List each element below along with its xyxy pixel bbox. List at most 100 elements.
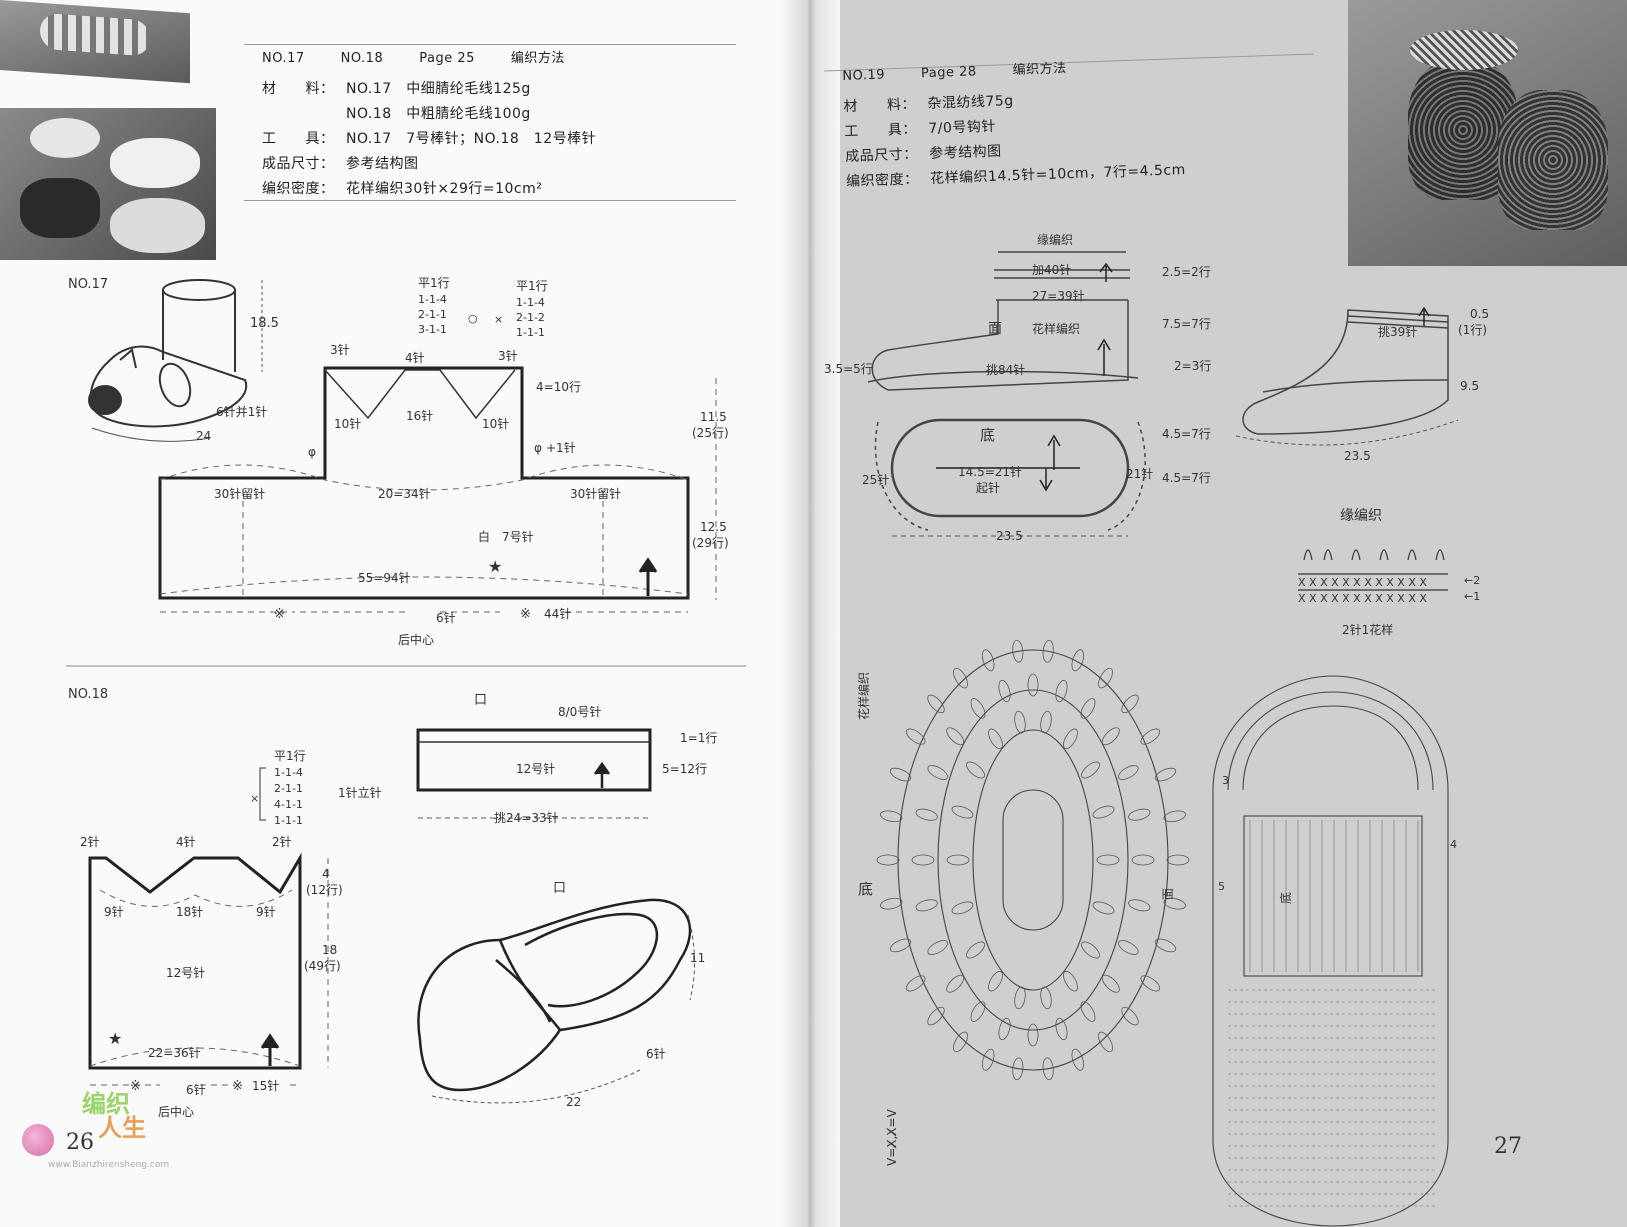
no18-st2b: 2针 — [272, 834, 292, 849]
fan-stitch-mark — [946, 854, 970, 866]
yarn-ball-icon — [22, 1124, 54, 1156]
no18-chart — [88, 852, 302, 1070]
header-page: Page 25 — [419, 51, 475, 66]
fan-stitch-mark — [1042, 1057, 1054, 1081]
no17-decl-3: 3-1-1 — [418, 323, 447, 336]
no19-r3-5: 3.5=5行 — [824, 362, 873, 376]
no17-title: NO.17 — [68, 277, 108, 292]
fan-stitch-mark — [953, 667, 968, 689]
fan-stitch-mark — [1166, 854, 1190, 866]
no19-add40: 加40针 — [1032, 262, 1071, 277]
fan-stitch-mark — [915, 899, 938, 912]
fan-stitch-mark — [1014, 986, 1026, 1010]
opening-needle-top: 8/0号针 — [558, 704, 601, 719]
edging-row2-symbols: X X X X X X X X X X X X — [1298, 576, 1427, 589]
no19-st21: 21针 — [1126, 466, 1153, 481]
no18-st2a: 2针 — [80, 834, 100, 849]
fan-stitch-mark — [1063, 728, 1078, 750]
boot-length: 23.5 — [1344, 449, 1371, 463]
fan-stitch-mark — [1042, 639, 1054, 663]
no17-st4: 4针 — [405, 350, 425, 365]
fan-stitch-mark — [1101, 974, 1120, 993]
no17-st10a: 10针 — [334, 416, 361, 431]
no19-pick84: 挑84针 — [986, 362, 1025, 377]
fan-stitch-mark — [1098, 1031, 1113, 1053]
header-rule — [244, 44, 736, 45]
fan-stitch-mark — [1063, 970, 1078, 992]
slipper-sketch — [417, 898, 692, 1092]
no17-wave-r: φ — [534, 441, 542, 455]
fan-stitch-mark — [1027, 1023, 1039, 1047]
fan-stitch-mark — [1012, 639, 1024, 663]
fan-stitch-mark — [1014, 710, 1026, 734]
boot-outline — [1242, 309, 1449, 435]
no18-title: NO.18 — [68, 687, 108, 702]
boot-r05: 0.5 — [1470, 307, 1489, 321]
no19-r7-5: 7.5=7行 — [1162, 317, 1211, 331]
header-no18: NO.18 — [340, 51, 384, 66]
no17-decr-2: 2-1-2 — [516, 311, 545, 324]
fan-stitch-mark — [927, 1006, 945, 1026]
opening-bottom: 挑24=33针 — [494, 810, 559, 825]
no18-sym2: ※ — [232, 1079, 243, 1094]
fan-stitch-mark — [998, 679, 1011, 703]
fan-stitch-mark — [1140, 728, 1161, 745]
edging-symbols — [1298, 549, 1448, 591]
fan-stitch-mark — [1096, 854, 1120, 866]
no19-length: 23.5 — [996, 529, 1023, 543]
tools-value: NO.17 7号棒针；NO.18 12号棒针 — [346, 131, 597, 147]
no17-st10b: 10针 — [482, 416, 509, 431]
no17-sym1: ※ — [274, 607, 285, 622]
no17-bottom: 55=94针 — [358, 570, 411, 585]
fan-stitch-mark — [988, 970, 1003, 992]
gauge-value: 花样编织30针×29行=10cm² — [346, 181, 543, 197]
opening-r2: 5=12行 — [662, 762, 707, 776]
no17-decl-1: 1-1-4 — [418, 293, 447, 306]
no18-dec-2: 2-1-1 — [274, 782, 303, 795]
chart-pattern-label: 花样编织 — [856, 672, 871, 720]
opening-label: 口 — [474, 693, 487, 708]
header-no17: NO.17 — [262, 51, 305, 66]
no17-height: 18.5 — [250, 316, 279, 331]
materials-line2: NO.18 中粗腈纶毛线100g — [346, 106, 531, 122]
no17-h1-rows: (25行) — [692, 426, 729, 440]
fan-stitch-mark — [927, 940, 948, 955]
fan-stitch-mark — [1071, 649, 1085, 672]
edging-repeat: 2针1花样 — [1342, 622, 1393, 637]
fan-stitch-mark — [915, 808, 938, 821]
no18-star: ★ — [108, 1029, 122, 1048]
fan-stitch-mark — [905, 728, 926, 745]
fan-stitch-mark — [889, 767, 912, 782]
slipper-label: 口 — [553, 881, 566, 896]
no17-decr-title: 平1行 — [516, 279, 548, 293]
fan-stitch-mark — [1154, 938, 1177, 953]
fan-stitch-mark — [966, 941, 985, 959]
slipper-height: 11 — [690, 951, 705, 965]
fan-stitch-mark — [1092, 901, 1115, 915]
fan-stitch-mark — [1081, 761, 1100, 779]
fan-stitch-mark — [1154, 767, 1177, 782]
chart-sole-inner: 底 — [1278, 892, 1293, 904]
no17-color: 白 7号针 — [478, 529, 534, 544]
no18-center: 后中心 — [158, 1104, 194, 1119]
page-number-left: 26 — [66, 1130, 94, 1155]
fan-stitch-mark — [1128, 899, 1151, 912]
chart-legend: V=X̸,X̸=V — [885, 1108, 899, 1166]
no18-st9a: 9针 — [104, 904, 124, 919]
chart-n4: 4 — [1450, 838, 1457, 851]
fan-stitch-mark — [988, 728, 1003, 750]
no17-cross: × — [494, 313, 503, 326]
no17-dec: 6针并1针 — [216, 404, 267, 419]
boot-r05-rows: (1行) — [1458, 323, 1487, 337]
fan-stitch-mark — [927, 694, 945, 714]
fan-stitch-mark — [1040, 986, 1052, 1010]
fan-stitch-mark — [905, 975, 926, 992]
no17-decr-1: 1-1-4 — [516, 296, 545, 309]
no18-dec-4: 1-1-1 — [274, 814, 303, 827]
fan-stitch-mark — [953, 1031, 968, 1053]
opening-needle: 12号针 — [516, 761, 555, 776]
fan-stitch-mark — [946, 974, 965, 993]
fan-stitch-mark — [1071, 1048, 1085, 1071]
header-title: 编织方法 — [510, 51, 565, 66]
chart-face-label: 面 — [1161, 888, 1175, 900]
